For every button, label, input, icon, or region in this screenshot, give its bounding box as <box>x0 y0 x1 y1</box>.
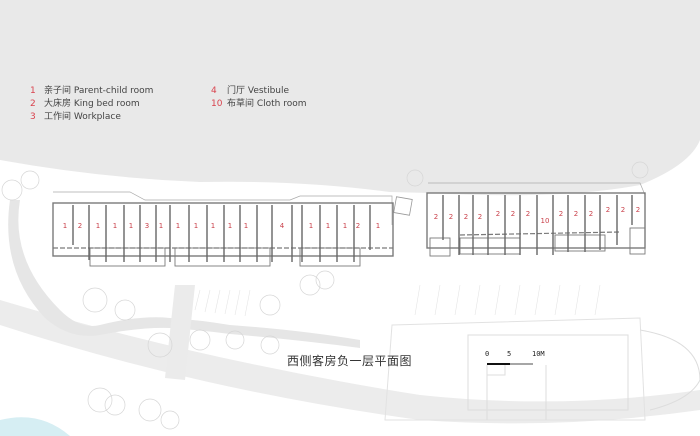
room-label: 1 <box>243 222 249 230</box>
legend-item: 4 门厅 Vestibule <box>211 85 307 98</box>
room-label: 1 <box>375 222 381 230</box>
room-label: 1 <box>325 222 331 230</box>
room-label: 1 <box>227 222 233 230</box>
legend-item: 3 工作间 Workplace <box>30 111 153 124</box>
scale-tick: 0 <box>485 350 490 358</box>
scale-tick: 10M <box>532 350 545 358</box>
room-label: 1 <box>128 222 134 230</box>
room-label: 10 <box>540 217 550 225</box>
room-label: 1 <box>95 222 101 230</box>
room-label: 1 <box>175 222 181 230</box>
scale-bar: 0 5 10M <box>485 350 545 370</box>
room-label: 2 <box>477 213 483 221</box>
legend-item: 2 大床房 King bed room <box>30 98 153 111</box>
legend-label: 布草间 Cloth room <box>227 99 307 109</box>
legend-column-left: 1 亲子间 Parent-child room 2 大床房 King bed roo… <box>30 85 153 124</box>
room-label: 2 <box>573 210 579 218</box>
legend-number: 10 <box>211 99 223 109</box>
room-label: 2 <box>525 210 531 218</box>
scale-tick: 5 <box>507 350 512 358</box>
room-label: 4 <box>279 222 285 230</box>
room-label: 1 <box>342 222 348 230</box>
legend-item: 10 布草间 Cloth room <box>211 98 307 111</box>
legend-column-right: 4 门厅 Vestibule 10 布草间 Cloth room <box>211 85 307 111</box>
room-label: 2 <box>635 206 641 214</box>
room-label: 3 <box>144 222 150 230</box>
room-label: 1 <box>193 222 199 230</box>
room-label: 2 <box>495 210 501 218</box>
room-label: 2 <box>433 213 439 221</box>
room-label: 2 <box>355 222 361 230</box>
room-label: 2 <box>448 213 454 221</box>
legend-number: 2 <box>30 99 36 109</box>
legend-label: 亲子间 Parent-child room <box>44 86 154 96</box>
legend-label: 大床房 King bed room <box>44 99 140 109</box>
legend-number: 4 <box>211 86 217 96</box>
room-label: 1 <box>308 222 314 230</box>
legend-number: 1 <box>30 86 36 96</box>
room-label: 2 <box>605 206 611 214</box>
room-label: 2 <box>558 210 564 218</box>
room-label: 2 <box>510 210 516 218</box>
legend-label: 工作间 Workplace <box>44 112 121 122</box>
room-label: 2 <box>463 213 469 221</box>
room-label: 2 <box>77 222 83 230</box>
room-label: 1 <box>158 222 164 230</box>
room-label: 1 <box>62 222 68 230</box>
room-label: 1 <box>112 222 118 230</box>
room-label: 1 <box>210 222 216 230</box>
room-label: 2 <box>588 210 594 218</box>
drawing-title: 西侧客房负一层平面图 <box>287 354 413 368</box>
legend-label: 门厅 Vestibule <box>227 86 290 96</box>
legend-item: 1 亲子间 Parent-child room <box>30 85 153 98</box>
legend-number: 3 <box>30 112 36 122</box>
room-label: 2 <box>620 206 626 214</box>
